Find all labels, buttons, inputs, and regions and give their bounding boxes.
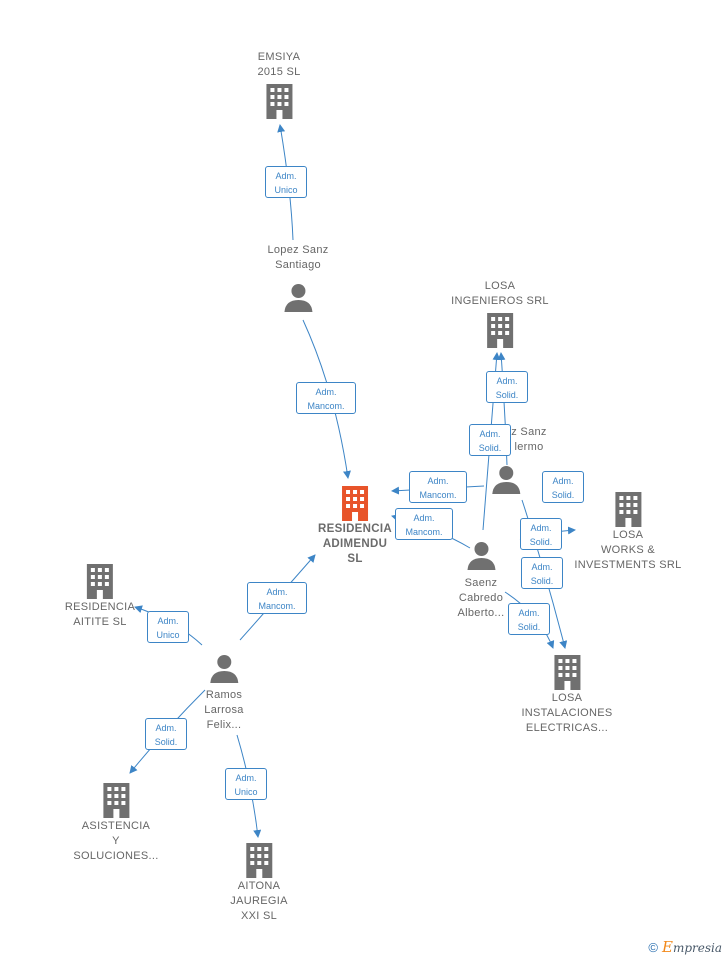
role-badge[interactable]: Adm.Mancom. (395, 508, 453, 540)
role-badge[interactable]: Adm.Unico (225, 768, 267, 800)
building-icon (245, 843, 272, 878)
role-badge[interactable]: Adm.Solid. (520, 518, 562, 550)
role-badge[interactable]: Adm.Solid. (521, 557, 563, 589)
copyright-icon: © (648, 940, 658, 955)
building-icon (553, 655, 580, 690)
role-badge[interactable]: Adm.Mancom. (409, 471, 467, 503)
building-icon (87, 564, 113, 599)
role-badge[interactable]: Adm.Mancom. (296, 382, 356, 414)
person-icon (210, 655, 238, 683)
building-icon (102, 783, 129, 818)
building-icon (266, 84, 292, 119)
person-icon (467, 542, 495, 570)
person-icon (492, 466, 521, 494)
brand-name: mpresia (672, 941, 722, 955)
building-icon (486, 313, 513, 348)
person-icon (283, 284, 312, 312)
role-badge[interactable]: Adm.Mancom. (247, 582, 307, 614)
building-icon (615, 492, 641, 527)
brand-footer[interactable]: ©Empresia (648, 938, 722, 956)
role-badge[interactable]: Adm.Solid. (486, 371, 528, 403)
brand-initial: E (661, 938, 673, 956)
role-badge[interactable]: Adm.Unico (265, 166, 307, 198)
role-badge[interactable]: Adm.Unico (147, 611, 189, 643)
role-badge[interactable]: Adm.Solid. (508, 603, 550, 635)
building-icon (342, 486, 368, 521)
role-badge[interactable]: Adm.Solid. (145, 718, 187, 750)
role-badge[interactable]: Adm.Solid. (542, 471, 584, 503)
role-badge[interactable]: Adm.Solid. (469, 424, 511, 456)
